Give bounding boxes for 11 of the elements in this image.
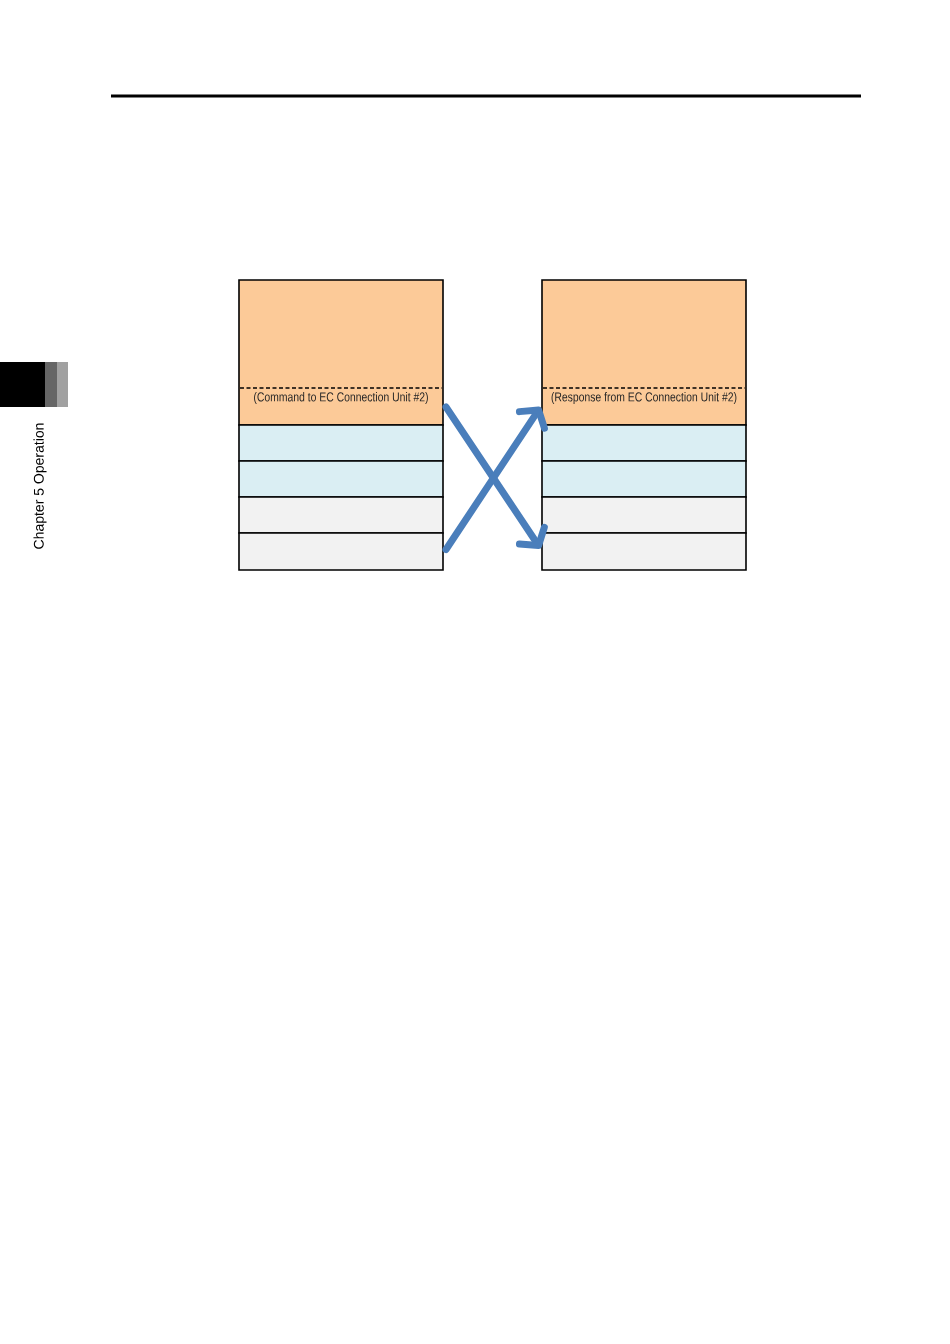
table-row <box>238 496 444 534</box>
header-cell: (Response from EC Connection Unit #2) <box>541 279 747 426</box>
table-row <box>238 460 444 498</box>
header-cell: (Command to EC Connection Unit #2) <box>238 279 444 426</box>
table-row <box>541 532 747 571</box>
table-row <box>238 424 444 462</box>
table-row <box>541 496 747 534</box>
table-row <box>541 424 747 462</box>
table-row <box>238 532 444 571</box>
table-row <box>541 460 747 498</box>
chapter-label: Chapter 5 Operation <box>33 423 47 549</box>
